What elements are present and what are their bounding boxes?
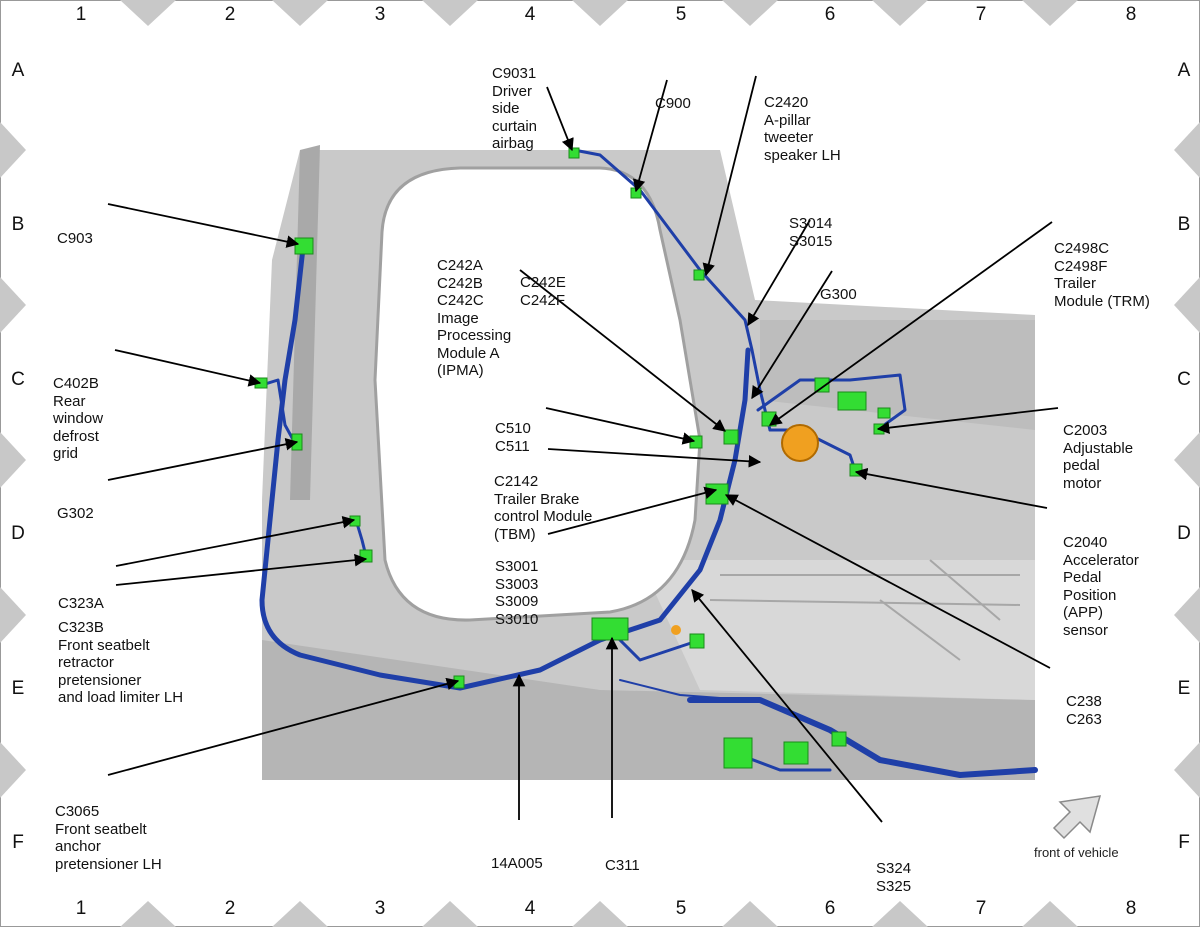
grid-col-8: 8 [1125, 4, 1137, 25]
grid-col-4: 4 [524, 4, 536, 25]
grid-col-6: 6 [824, 898, 836, 919]
grid-row-a: A [1177, 60, 1191, 81]
grid-col-6: 6 [824, 4, 836, 25]
grid-row-b: B [11, 214, 25, 235]
grid-row-e: E [1177, 678, 1191, 699]
grid-row-f: F [1178, 832, 1190, 853]
grid-col-7: 7 [975, 898, 987, 919]
grid-row-e: E [11, 678, 25, 699]
connectors [254, 147, 891, 769]
front-arrow-icon [1052, 795, 1102, 840]
grid-col-3: 3 [374, 898, 386, 919]
leader-lines [107, 75, 1059, 823]
callout-c323a: C323A [58, 595, 104, 612]
orange-clip [671, 625, 681, 635]
grid-col-8: 8 [1125, 898, 1137, 919]
grid-row-a: A [11, 60, 25, 81]
grid-col-7: 7 [975, 4, 987, 25]
door-opening [373, 166, 702, 622]
callout-g300: G300 [820, 286, 857, 303]
grid-row-f: F [12, 832, 24, 853]
orange-component [781, 424, 819, 462]
callout-c900: C900 [655, 95, 691, 112]
grid-row-c: C [1177, 369, 1191, 390]
callout-g302: G302 [57, 505, 94, 522]
grid-col-2: 2 [224, 4, 236, 25]
grid-col-3: 3 [374, 4, 386, 25]
vehicle-body [262, 145, 1035, 780]
grid-col-1: 1 [75, 4, 87, 25]
grid-col-5: 5 [675, 898, 687, 919]
grid-row-c: C [11, 369, 25, 390]
callout-14a005: 14A005 [491, 855, 543, 872]
grid-col-4: 4 [524, 898, 536, 919]
grid-col-1: 1 [75, 898, 87, 919]
callout-c903: C903 [57, 230, 93, 247]
grid-col-2: 2 [224, 898, 236, 919]
front-of-vehicle-label: front of vehicle [1034, 845, 1119, 860]
grid-col-5: 5 [675, 4, 687, 25]
grid-row-d: D [11, 523, 25, 544]
grid-row-d: D [1177, 523, 1191, 544]
grid-row-b: B [1177, 214, 1191, 235]
callout-c311: C311 [605, 857, 640, 874]
